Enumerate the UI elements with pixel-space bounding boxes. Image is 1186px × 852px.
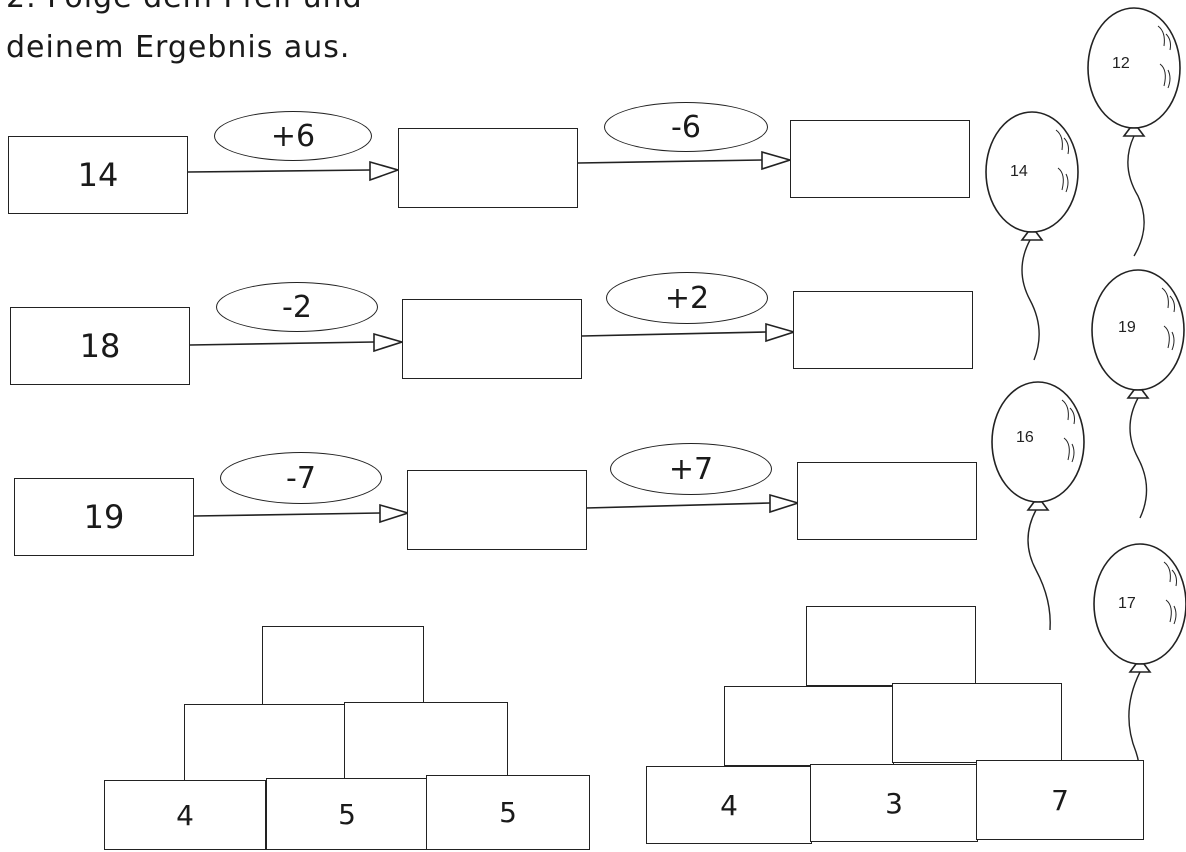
answer-box[interactable] [398,128,578,208]
arrow-head [370,162,398,180]
pyramid-top-cell[interactable] [806,606,976,686]
balloon-label: 19 [1118,319,1136,336]
start-box: 14 [8,136,188,214]
pyramid-middle-cell[interactable] [724,686,894,766]
operation-ellipse: +6 [214,111,372,161]
answer-box[interactable] [407,470,587,550]
operation-ellipse: -7 [220,452,382,504]
arrow-line [582,332,766,336]
arrow-head [766,324,794,341]
pyramid-base-cell: 3 [810,764,978,842]
arrow-head [770,495,798,512]
balloon-16: 16 [986,380,1090,640]
balloon-12: 12 [1082,6,1186,266]
arrow-line [194,513,380,516]
operation-ellipse: +7 [610,443,772,495]
pyramid-base-cell: 7 [976,760,1144,840]
arrow-line [578,160,762,163]
pyramid-base-cell: 4 [104,780,266,850]
operation-ellipse: -6 [604,102,768,152]
operation-ellipse: -2 [216,282,378,332]
answer-box[interactable] [402,299,582,379]
answer-box[interactable] [790,120,970,198]
pyramid-base-cell: 4 [646,766,812,844]
balloon-label: 14 [1010,163,1028,180]
pyramid-base-cell: 5 [426,775,590,850]
arrow-line [188,170,370,172]
pyramid-top-cell[interactable] [262,626,424,706]
start-box: 19 [14,478,194,556]
pyramid-base-cell: 5 [266,778,428,850]
balloon-label: 16 [1016,429,1034,446]
start-box: 18 [10,307,190,385]
balloon-14: 14 [980,110,1084,370]
arrow-head [380,505,408,522]
operation-ellipse: +2 [606,272,768,324]
answer-box[interactable] [793,291,973,369]
pyramid-middle-cell[interactable] [184,704,346,782]
arrow-head [374,334,402,351]
pyramid-middle-cell[interactable] [892,683,1062,763]
arrow-head [762,152,790,169]
arrow-line [586,503,770,508]
balloon-label: 17 [1118,595,1136,612]
answer-box[interactable] [797,462,977,540]
balloon-19: 19 [1082,268,1186,528]
arrow-line [190,342,374,345]
pyramid-middle-cell[interactable] [344,702,508,780]
balloon-label: 12 [1112,55,1130,72]
